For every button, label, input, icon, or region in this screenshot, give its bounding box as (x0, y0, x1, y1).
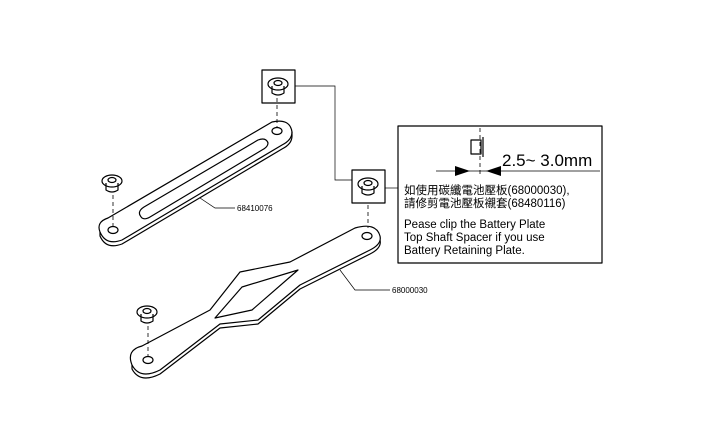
dimension-label: 2.5~ 3.0mm (502, 151, 592, 170)
note-chinese-line-1: 如使用碳纖電池壓板(68000030), (404, 183, 570, 197)
part-leader-lower (339, 269, 390, 291)
note-english-line-3: Battery Retaining Plate. (404, 245, 525, 257)
note-english-line-1: Pease clip the Battery Plate (404, 219, 545, 231)
leader-line (295, 85, 352, 181)
note-box: 2.5~ 3.0mm 如使用碳纖電池壓板(68000030), 請修剪電池壓板襯… (397, 125, 603, 264)
spacer-profile-icon (470, 137, 484, 157)
note-english-line-2: Top Shaft Spacer if you use (404, 232, 545, 244)
part-number-upper: 68410076 (237, 204, 273, 213)
part-number-lower: 68000030 (392, 286, 428, 295)
part-leader-upper (199, 197, 235, 209)
spacer-left-lower (136, 305, 158, 324)
spacer-left-upper (101, 174, 123, 193)
lower-battery-plate (129, 225, 381, 379)
dimension-arrow-right-icon (486, 166, 501, 176)
spacer-boxed-top (261, 69, 296, 104)
dimension-arrow-left-icon (455, 166, 470, 176)
upper-battery-plate (98, 98, 293, 247)
note-chinese-line-2: 請修剪電池壓板襯套(68480116) (404, 196, 566, 210)
spacer-boxed-middle (351, 169, 386, 228)
